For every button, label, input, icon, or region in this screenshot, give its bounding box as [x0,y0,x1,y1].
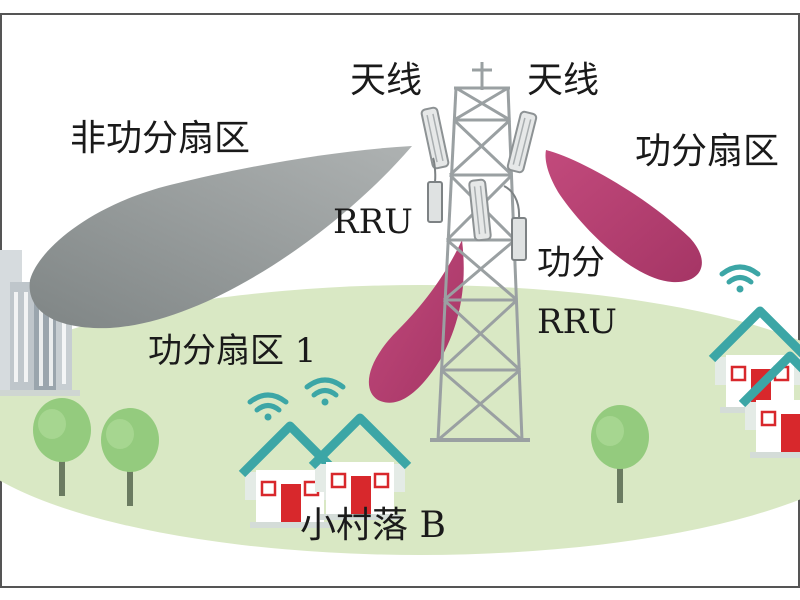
label-village-b: 小村落 B [300,505,446,546]
label-split-rru-line2: RRU [537,302,617,342]
label-split-sector-right: 功分扇区 [635,131,779,172]
label-split-rru-line1: 功分 [537,243,605,283]
label-rru-left: RRU [333,202,413,242]
label-antenna-right: 天线 [527,60,599,101]
split-sector-lobe-right [545,150,702,283]
rru-box-icon [427,157,527,261]
label-non-split-sector: 非功分扇区 [70,118,250,159]
lattice-tower-icon [430,62,530,442]
ground-area [0,285,800,555]
label-split-sector-1: 功分扇区 1 [148,331,316,371]
panel-antenna-icon [420,106,538,242]
non-split-sector-lobe [29,146,412,329]
label-antenna-left: 天线 [350,60,422,101]
split-sector-lobe-1 [368,240,464,403]
